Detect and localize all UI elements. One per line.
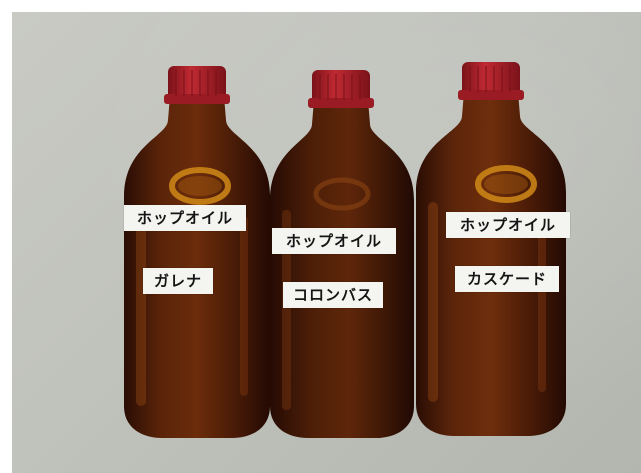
bottle-graphic (270, 70, 414, 438)
amber-bottle-cascade (414, 62, 568, 440)
bottle-3-top-label: ホップオイル (446, 212, 570, 238)
amber-bottle-galena (122, 66, 272, 442)
bottle-1-bottom-label: ガレナ (143, 268, 213, 294)
bottle-3-bottom-label: カスケード (455, 266, 559, 292)
bottle-2-top-label: ホップオイル (272, 228, 396, 254)
bottle-1-top-label: ホップオイル (124, 205, 246, 231)
bottle-graphic (124, 66, 270, 438)
bottle-2-bottom-label: コロンバス (283, 282, 383, 308)
amber-bottle-columbus (268, 70, 416, 442)
bottle-graphic (416, 62, 566, 436)
